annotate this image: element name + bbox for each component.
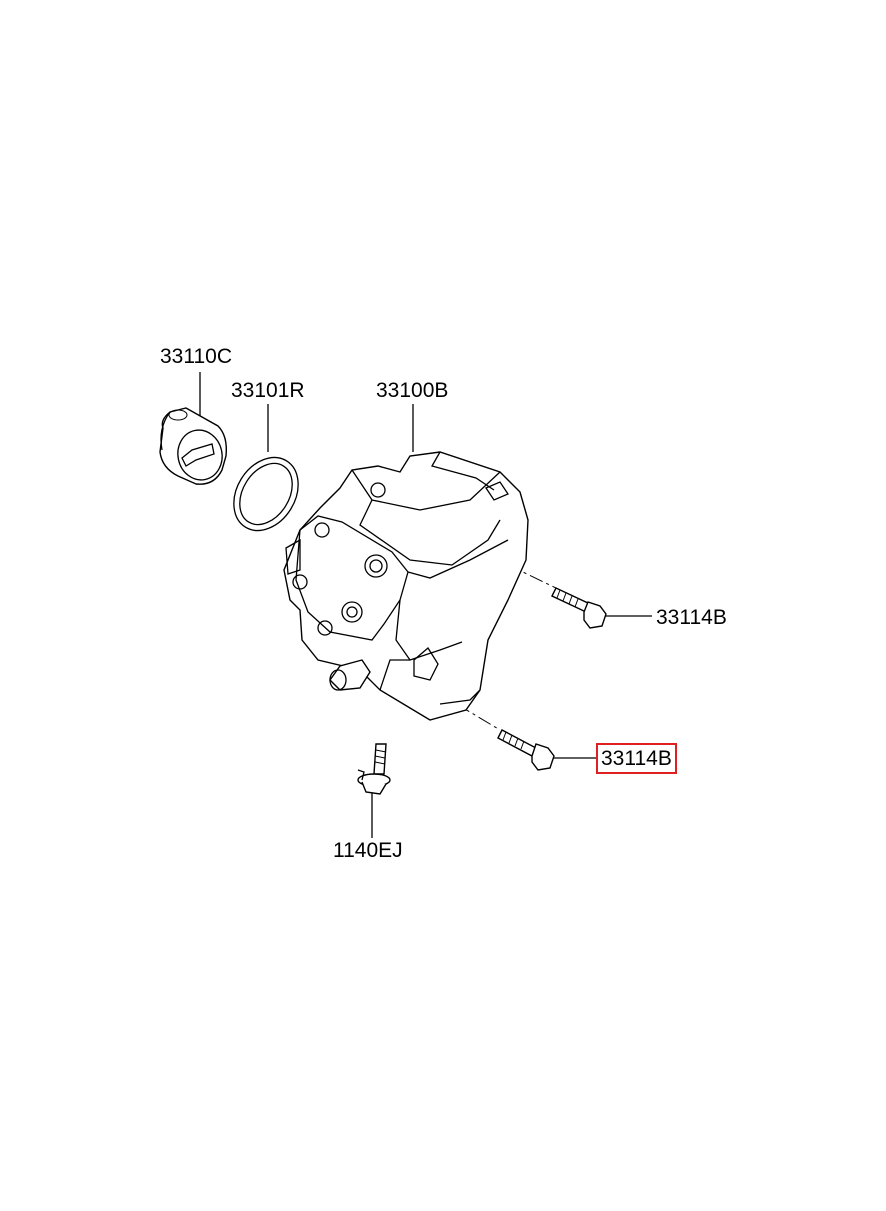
label-oring[interactable]: 33101R [231,379,305,402]
label-coupling[interactable]: 33110C [160,345,233,368]
bolt-upper-part-drawing [551,587,607,629]
label-bolt-lower-highlighted[interactable]: 33114B [596,743,677,774]
leader-lines [199,372,652,838]
label-bolt-bottom[interactable]: 1140EJ [333,839,403,862]
pump-part-drawing [283,451,529,721]
coupling-part-drawing [159,407,228,485]
oring-part-drawing [233,456,299,532]
label-bolt-upper[interactable]: 33114B [656,606,727,629]
label-pump[interactable]: 33100B [376,379,449,402]
bolt-lower-part-drawing [497,729,555,771]
bolt-bottom-part-drawing [357,743,391,795]
